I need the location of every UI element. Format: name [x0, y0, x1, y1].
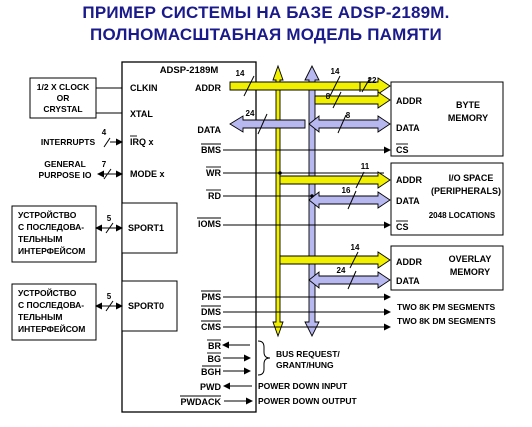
pin-pwd: PWD — [200, 382, 221, 392]
clock-line3: CRYSTAL — [43, 104, 82, 114]
overlay-memory-label1: OVERLAY — [449, 254, 492, 264]
serial-device-1-line4: ИНТЕРФЕЙСОМ — [18, 245, 85, 256]
pin-wr: WR — [206, 168, 221, 178]
addr-bus-main — [229, 77, 391, 95]
pin-pwdack: PWDACK — [181, 397, 222, 407]
pin-data: DATA — [197, 125, 221, 135]
power-down-output: POWER DOWN OUTPUT — [258, 396, 357, 406]
ovl-data-width: 24 — [337, 266, 346, 275]
sport0-width: 5 — [107, 292, 112, 301]
pin-mode: MODE x — [130, 169, 165, 179]
byte-data-bus — [308, 115, 391, 133]
clock-line1: 1/2 X CLOCK — [37, 82, 90, 92]
serial-device-2-line4: ИНТЕРФЕЙСОМ — [18, 323, 85, 334]
bus-request-line1: BUS REQUEST/ — [276, 349, 340, 359]
pin-br: BR — [208, 341, 221, 351]
pin-bms: BMS — [201, 145, 221, 155]
clock-box — [29, 77, 97, 119]
io-addr-width: 11 — [361, 162, 370, 171]
data-width: 24 — [246, 109, 255, 118]
addr-vertical-bus — [272, 64, 284, 338]
io-space — [390, 162, 504, 236]
byte-memory-addr: ADDR — [396, 96, 422, 106]
overlay-addr-bus — [279, 251, 391, 269]
pin-cms: CMS — [201, 322, 221, 332]
byte-memory-cs: CS — [396, 145, 409, 155]
gpio-width: 7 — [102, 160, 107, 169]
ovl-addr-width: 14 — [351, 243, 360, 252]
bus-request-brace — [257, 340, 271, 376]
serial-device-1 — [11, 205, 97, 263]
serial-device-1-line2: С ПОСЛЕДОВА- — [18, 222, 84, 232]
pin-sport0: SPORT0 — [128, 301, 164, 311]
dm-segments: TWO 8K DM SEGMENTS — [397, 316, 496, 326]
page-title-line2: ПОЛНОМАСШТАБНАЯ МОДЕЛЬ ПАМЯТИ — [90, 25, 442, 44]
interrupts-label: INTERRUPTS — [41, 137, 96, 147]
addr-width: 14 — [236, 69, 245, 78]
byte-addr-low-width: 8 — [326, 92, 331, 101]
overlay-memory-data: DATA — [396, 276, 420, 286]
io-space-cs: CS — [396, 222, 409, 232]
serial-device-1-line1: УСТРОЙСТВО — [18, 209, 77, 220]
addr-main-width: 14 — [331, 67, 340, 76]
clock-line2: OR — [57, 93, 70, 103]
overlay-data-bus — [308, 271, 391, 289]
pin-ioms: IOMS — [198, 219, 221, 229]
io-space-locations: 2048 LOCATIONS — [429, 211, 496, 220]
byte-addr-low-bus — [314, 91, 391, 109]
byte-memory-label2: MEMORY — [448, 113, 488, 123]
overlay-memory-addr: ADDR — [396, 257, 422, 267]
pin-pms: PMS — [201, 292, 221, 302]
io-space-label2: (PERIPHERALS) — [431, 186, 501, 196]
serial-device-2 — [11, 283, 97, 341]
byte-memory-data: DATA — [396, 123, 420, 133]
pin-xtal: XTAL — [130, 109, 153, 119]
byte-memory-label1: BYTE — [456, 100, 480, 110]
bus-request-line2: GRANT/HUNG — [276, 360, 334, 370]
pin-sport1: SPORT1 — [128, 223, 164, 233]
pin-clkin: CLKIN — [130, 83, 158, 93]
pin-bgh: BGH — [201, 367, 221, 377]
pin-irq: IRQ x — [130, 137, 154, 147]
io-data-width: 16 — [342, 186, 351, 195]
byte-data-width: 8 — [346, 111, 351, 120]
overlay-memory — [390, 245, 504, 291]
pin-dms: DMS — [201, 307, 221, 317]
sport1-block — [121, 202, 178, 254]
io-space-addr: ADDR — [396, 175, 422, 185]
power-down-input: POWER DOWN INPUT — [258, 381, 348, 391]
byte-memory — [390, 81, 504, 157]
page-title-line1: ПРИМЕР СИСТЕМЫ НА БАЗЕ ADSP-2189M. — [82, 3, 450, 22]
pm-segments: TWO 8K PM SEGMENTS — [397, 302, 496, 312]
sport0-block — [121, 280, 178, 332]
serial-device-2-line2: С ПОСЛЕДОВА- — [18, 300, 84, 310]
pin-rd: RD — [208, 191, 221, 201]
serial-device-2-line1: УСТРОЙСТВО — [18, 287, 77, 298]
gpio-line1: GENERAL — [44, 159, 86, 169]
overlay-memory-label2: MEMORY — [450, 267, 490, 277]
io-addr-bus — [279, 171, 391, 189]
pin-bg: BG — [208, 354, 222, 364]
gpio-line2: PURPOSE IO — [39, 170, 92, 180]
interrupts-width: 4 — [102, 128, 107, 137]
active-low-bars — [180, 143, 221, 397]
sport1-width: 5 — [107, 214, 112, 223]
pin-addr: ADDR — [195, 83, 221, 93]
io-space-data: DATA — [396, 196, 420, 206]
serial-device-2-line3: ТЕЛЬНЫМ — [18, 312, 62, 322]
io-data-bus — [308, 191, 391, 209]
serial-device-1-line3: ТЕЛЬНЫМ — [18, 234, 62, 244]
data-bus-main — [229, 115, 306, 133]
chip-name: ADSP-2189M — [160, 65, 219, 76]
byte-addr-width: 22 — [368, 76, 377, 85]
io-space-label1: I/O SPACE — [449, 173, 494, 183]
